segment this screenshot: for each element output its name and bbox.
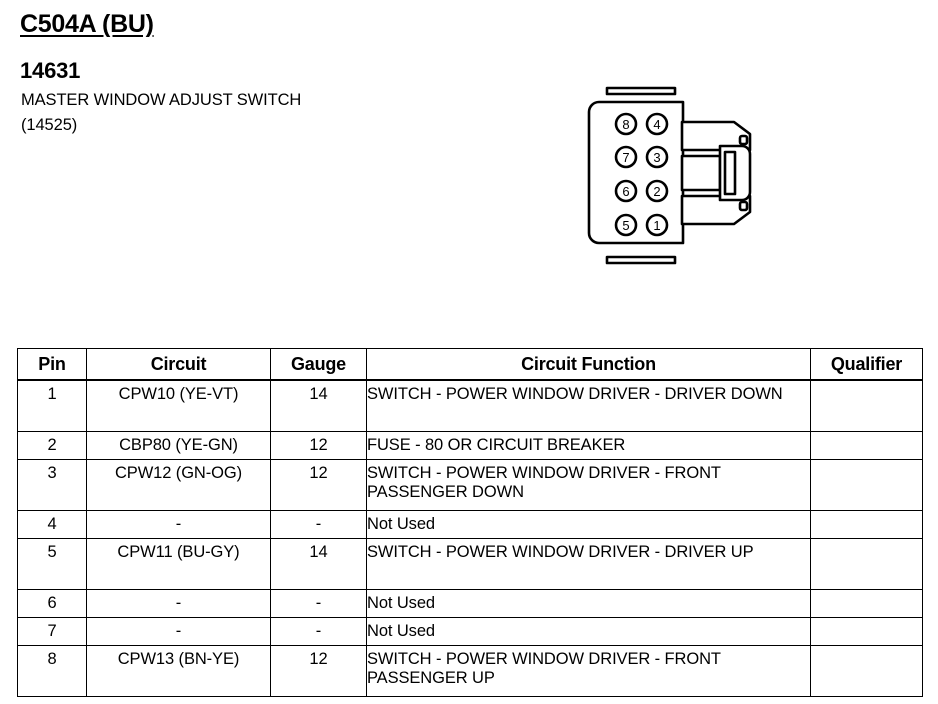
column-header-function: Circuit Function xyxy=(366,348,811,381)
cell-circuit: CPW12 (GN-OG) xyxy=(114,464,243,482)
table-row: 7 - - Not Used xyxy=(17,617,923,646)
table-row: 8 CPW13 (BN-YE) 12 SWITCH - POWER WINDOW… xyxy=(17,645,923,697)
pin-cavity-3 xyxy=(645,145,669,169)
connector-top-tab xyxy=(605,86,677,96)
pin-cavity-8 xyxy=(614,112,638,136)
cell-circuit: CPW13 (BN-YE) xyxy=(117,650,240,668)
cell-qualifier xyxy=(811,432,922,436)
table-row: 2 CBP80 (YE-GN) 12 FUSE - 80 OR CIRCUIT … xyxy=(17,431,923,460)
cell-gauge: - xyxy=(315,515,322,533)
pin-number-5: 5 xyxy=(622,218,629,233)
pin-cavity-5 xyxy=(614,213,638,237)
pin-number-2: 2 xyxy=(653,184,660,199)
connector-detent-upper xyxy=(738,134,749,146)
cell-pin: 2 xyxy=(47,436,57,454)
cell-circuit: - xyxy=(175,622,182,640)
table-row: 3 CPW12 (GN-OG) 12 SWITCH - POWER WINDOW… xyxy=(17,459,923,511)
cell-qualifier xyxy=(811,381,922,385)
connector-diagram: 8 4 7 3 6 2 5 1 xyxy=(575,80,770,270)
cell-circuit: CPW10 (YE-VT) xyxy=(118,385,239,403)
cell-function: Not Used xyxy=(367,515,435,533)
cell-pin: 5 xyxy=(47,543,57,561)
cell-qualifier xyxy=(811,460,922,464)
connector-upper-wedge xyxy=(680,120,752,152)
connector-bottom-tab xyxy=(605,255,677,265)
connector-keyway xyxy=(723,150,737,196)
column-header-gauge: Gauge xyxy=(270,348,367,381)
pin-number-7: 7 xyxy=(622,150,629,165)
cell-gauge: 14 xyxy=(309,385,328,403)
cell-gauge: 12 xyxy=(309,464,328,482)
part-alt-number: (14525) xyxy=(21,116,78,134)
pin-number-6: 6 xyxy=(622,184,629,199)
cell-function: SWITCH - POWER WINDOW DRIVER - FRONT PAS… xyxy=(367,650,721,687)
table-row: 5 CPW11 (BU-GY) 14 SWITCH - POWER WINDOW… xyxy=(17,538,923,590)
cell-function: SWITCH - POWER WINDOW DRIVER - DRIVER UP xyxy=(367,543,754,561)
cell-function: Not Used xyxy=(367,622,435,640)
part-description: MASTER WINDOW ADJUST SWITCH xyxy=(21,91,302,109)
table-header-row: Pin Circuit Gauge Circuit Function Quali… xyxy=(17,348,923,381)
column-header-circuit: Circuit xyxy=(86,348,271,381)
cell-gauge: 12 xyxy=(309,650,328,668)
cell-qualifier xyxy=(811,618,922,622)
cell-qualifier xyxy=(811,590,922,594)
pin-number-8: 8 xyxy=(622,117,629,132)
connector-body xyxy=(587,100,685,245)
cell-pin: 3 xyxy=(47,464,57,482)
table-row: 4 - - Not Used xyxy=(17,510,923,539)
cell-function: SWITCH - POWER WINDOW DRIVER - DRIVER DO… xyxy=(367,385,783,403)
table-row: 1 CPW10 (YE-VT) 14 SWITCH - POWER WINDOW… xyxy=(17,379,923,432)
connector-center-block xyxy=(680,154,722,192)
cell-gauge: - xyxy=(315,594,322,612)
cell-gauge: - xyxy=(315,622,322,640)
cell-pin: 1 xyxy=(47,385,57,403)
column-header-qualifier: Qualifier xyxy=(810,348,923,381)
pinout-table: Pin Circuit Gauge Circuit Function Quali… xyxy=(17,348,923,697)
cell-circuit: CBP80 (YE-GN) xyxy=(119,436,238,454)
cell-function: SWITCH - POWER WINDOW DRIVER - FRONT PAS… xyxy=(367,464,721,501)
pin-cavity-1 xyxy=(645,213,669,237)
cell-circuit: CPW11 (BU-GY) xyxy=(117,543,240,561)
column-header-pin: Pin xyxy=(17,348,87,381)
cell-pin: 7 xyxy=(47,622,57,640)
cell-qualifier xyxy=(811,646,922,650)
cell-qualifier xyxy=(811,511,922,515)
cell-qualifier xyxy=(811,539,922,543)
cell-pin: 6 xyxy=(47,594,57,612)
table-row: 6 - - Not Used xyxy=(17,589,923,618)
cell-gauge: 12 xyxy=(309,436,328,454)
pin-cavity-6 xyxy=(614,179,638,203)
pin-cavity-4 xyxy=(645,112,669,136)
cell-function: Not Used xyxy=(367,594,435,612)
connector-title: C504A (BU) xyxy=(20,10,154,38)
part-number: 14631 xyxy=(20,58,81,83)
cell-pin: 4 xyxy=(47,515,57,533)
cell-gauge: 14 xyxy=(309,543,328,561)
cell-circuit: - xyxy=(175,515,182,533)
pin-number-3: 3 xyxy=(653,150,660,165)
connector-detent-lower xyxy=(738,200,749,212)
cell-pin: 8 xyxy=(47,650,57,668)
pin-cavity-2 xyxy=(645,179,669,203)
cell-circuit: - xyxy=(175,594,182,612)
pin-cavity-7 xyxy=(614,145,638,169)
cell-function: FUSE - 80 OR CIRCUIT BREAKER xyxy=(367,436,626,454)
pin-number-4: 4 xyxy=(653,117,660,132)
pin-number-1: 1 xyxy=(653,218,660,233)
